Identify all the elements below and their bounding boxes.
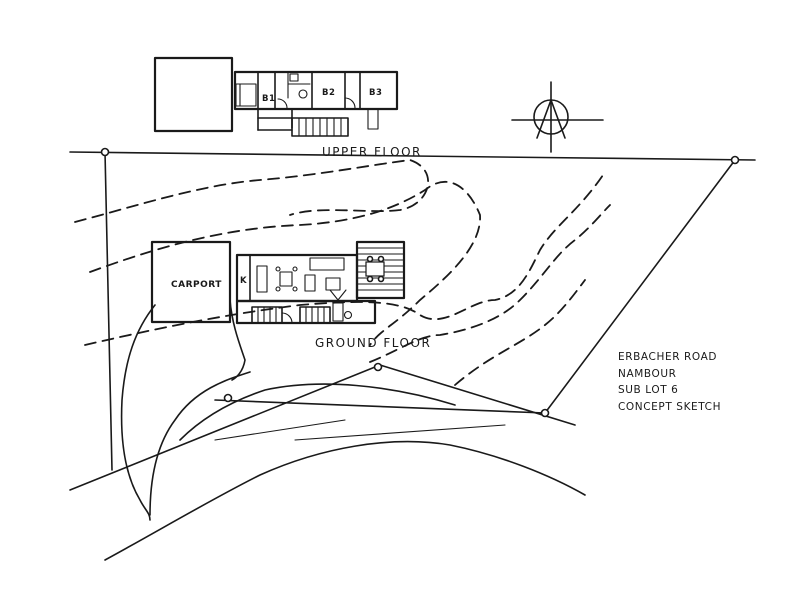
- survey-peg: [373, 362, 383, 372]
- survey-peg: [540, 408, 550, 418]
- project-note-line: ERBACHER ROAD: [618, 351, 717, 363]
- kitchen-label: K: [240, 276, 247, 286]
- site-boundary: [69, 147, 756, 491]
- ground-floor-label: GROUND FLOOR: [315, 336, 431, 350]
- project-note-line: NAMBOUR: [618, 368, 677, 380]
- survey-peg: [223, 393, 233, 403]
- project-note-line: SUB LOT 6: [618, 384, 678, 396]
- room-label-b3: B3: [369, 88, 382, 98]
- survey-peg: [100, 147, 110, 157]
- carport-label: CARPORT: [171, 280, 222, 290]
- project-notes: ERBACHER ROAD NAMBOUR SUB LOT 6 CONCEPT …: [618, 351, 721, 413]
- survey-peg: [730, 155, 740, 165]
- upper-floor-plan: B1 B2 B3: [153, 56, 399, 137]
- project-note-line: CONCEPT SKETCH: [618, 401, 721, 413]
- upper-floor-label: UPPER FLOOR: [322, 145, 422, 159]
- road-and-driveway: [104, 299, 586, 561]
- north-arrow-icon: [511, 81, 604, 153]
- ground-floor-plan: CARPORT K: [150, 240, 406, 325]
- room-label-b1: B1: [262, 94, 275, 104]
- room-label-b2: B2: [322, 88, 335, 98]
- contour-lines: [74, 159, 611, 386]
